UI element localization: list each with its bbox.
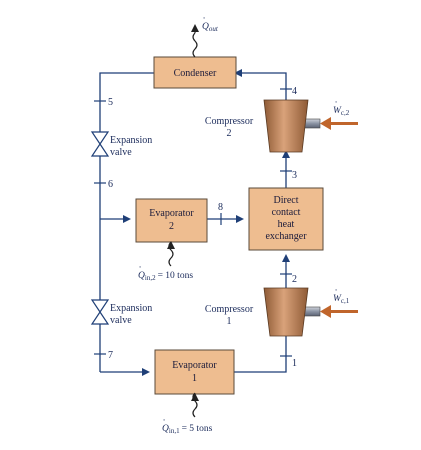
heat-in-1-arrow-icon <box>191 392 199 418</box>
heat-exchanger-label-line4: exchanger <box>265 231 307 242</box>
expansion-valve-upper-line2: valve <box>110 147 132 158</box>
heat-in-2-dot: · <box>139 263 142 273</box>
evaporator-2-label-line1: Evaporator <box>149 208 194 219</box>
state-4-label: 4 <box>292 86 297 97</box>
state-ticks <box>94 88 292 357</box>
heat-in-1-dot: · <box>163 416 166 426</box>
compressor-1-label-line2: 1 <box>227 316 232 327</box>
state-7-label: 7 <box>108 350 113 361</box>
pipe-1 <box>234 336 287 373</box>
heat-in-1-label: Qin,1= 5 tons <box>162 424 213 435</box>
compressor-2-label-line1: Compressor <box>205 116 254 127</box>
condenser-label: Condenser <box>174 68 217 79</box>
expansion-valve-lower-line2: valve <box>110 315 132 326</box>
compressor-1-label-line1: Compressor <box>205 304 254 315</box>
condenser-box <box>153 56 237 89</box>
evaporator-1-label-line2: 1 <box>192 373 197 384</box>
state-1-label: 1 <box>292 358 297 369</box>
heat-exchanger-box <box>248 187 324 251</box>
state-5-label: 5 <box>108 97 113 108</box>
work-1-dot: · <box>335 286 338 296</box>
state-2-label: 2 <box>292 274 297 285</box>
heat-in-2-arrow-icon <box>167 241 175 267</box>
compressor-2-label-line2: 2 <box>227 128 232 139</box>
compressor-2-icon <box>263 99 321 153</box>
expansion-valve-upper-line1: Expansion <box>110 135 152 146</box>
state-3-label: 3 <box>292 170 297 181</box>
evaporator-2-box <box>135 198 208 243</box>
expansion-valve-upper-icon <box>90 131 110 157</box>
heat-exchanger-label-line2: contact <box>272 207 301 218</box>
evaporator-2-label-line2: 2 <box>169 221 174 232</box>
heat-out-arrow-icon <box>191 24 199 58</box>
evaporator-1-box <box>154 349 235 395</box>
expansion-valve-lower-icon <box>90 299 110 325</box>
heat-in-2-label: Qin,2= 10 tons <box>138 271 193 282</box>
pipe-4 <box>234 69 287 100</box>
compressor-1-icon <box>263 287 321 337</box>
pipe-5-6 <box>99 72 154 372</box>
work-2-dot: · <box>335 98 338 108</box>
state-8-label: 8 <box>218 202 223 213</box>
state-6-label: 6 <box>108 179 113 190</box>
heat-out-label: Qout <box>202 22 219 33</box>
work-arrow-2-icon <box>320 117 358 130</box>
evaporator-1-label-line1: Evaporator <box>172 360 217 371</box>
work-1-label: Wc,1 <box>333 294 350 305</box>
heat-exchanger-label-line1: Direct <box>274 195 299 206</box>
work-arrow-1-icon <box>320 305 358 318</box>
work-2-label: Wc,2 <box>333 106 350 117</box>
heat-exchanger-label-line3: heat <box>278 219 295 230</box>
expansion-valve-lower-line1: Expansion <box>110 303 152 314</box>
heat-out-dot: · <box>203 14 206 24</box>
